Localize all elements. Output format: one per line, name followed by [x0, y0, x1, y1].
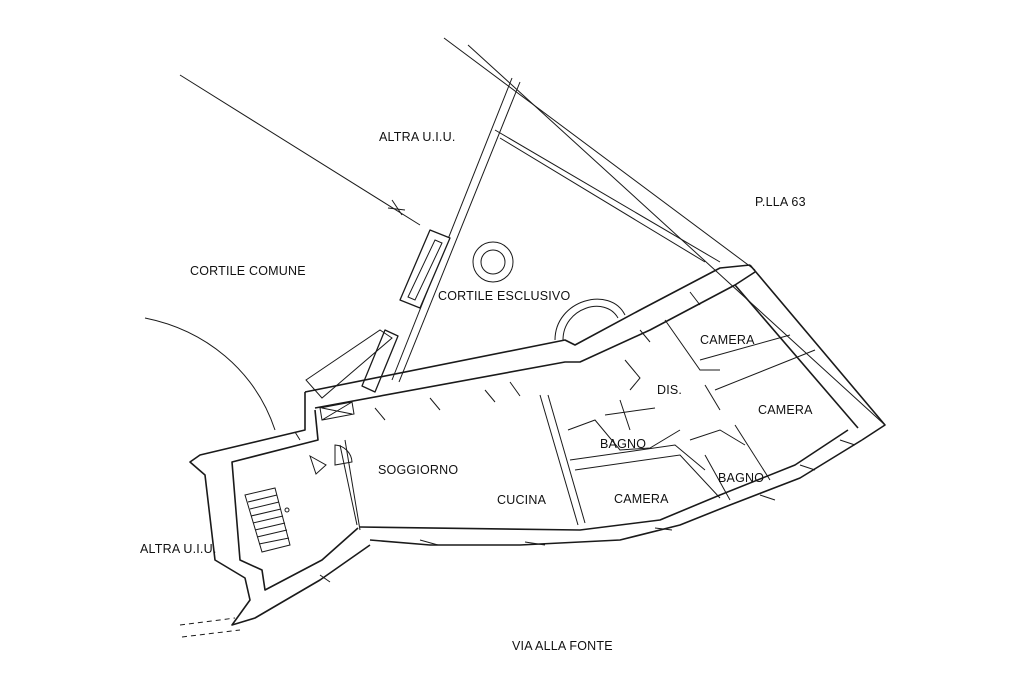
label-via-alla-fonte: VIA ALLA FONTE: [512, 639, 613, 653]
entrance-marker: [309, 401, 355, 475]
label-dis: DIS.: [657, 383, 682, 397]
label-cortile-esclusivo: CORTILE ESCLUSIVO: [438, 289, 570, 303]
label-altra-uiu-left: ALTRA U.I.U.: [140, 542, 217, 556]
label-altra-uiu-top: ALTRA U.I.U.: [379, 130, 456, 144]
fountain-icon: [472, 241, 514, 283]
label-bagno-1: BAGNO: [600, 437, 646, 451]
label-camera-3: CAMERA: [614, 492, 669, 506]
door-arc-icon: [334, 444, 353, 466]
label-camera-1: CAMERA: [700, 333, 755, 347]
label-plla-63: P.LLA 63: [755, 195, 806, 209]
dashed-threshold: [179, 617, 241, 638]
label-soggiorno: SOGGIORNO: [378, 463, 458, 477]
label-cortile-comune: CORTILE COMUNE: [190, 264, 306, 278]
staircase: [244, 487, 291, 553]
label-bagno-2: BAGNO: [718, 471, 764, 485]
boundary-lines: [144, 37, 886, 431]
entrance-triangle-icon: [309, 454, 327, 475]
courtyard-features: [305, 229, 626, 399]
label-camera-2: CAMERA: [758, 403, 813, 417]
building-walls: [189, 264, 886, 626]
label-cucina: CUCINA: [497, 493, 547, 507]
